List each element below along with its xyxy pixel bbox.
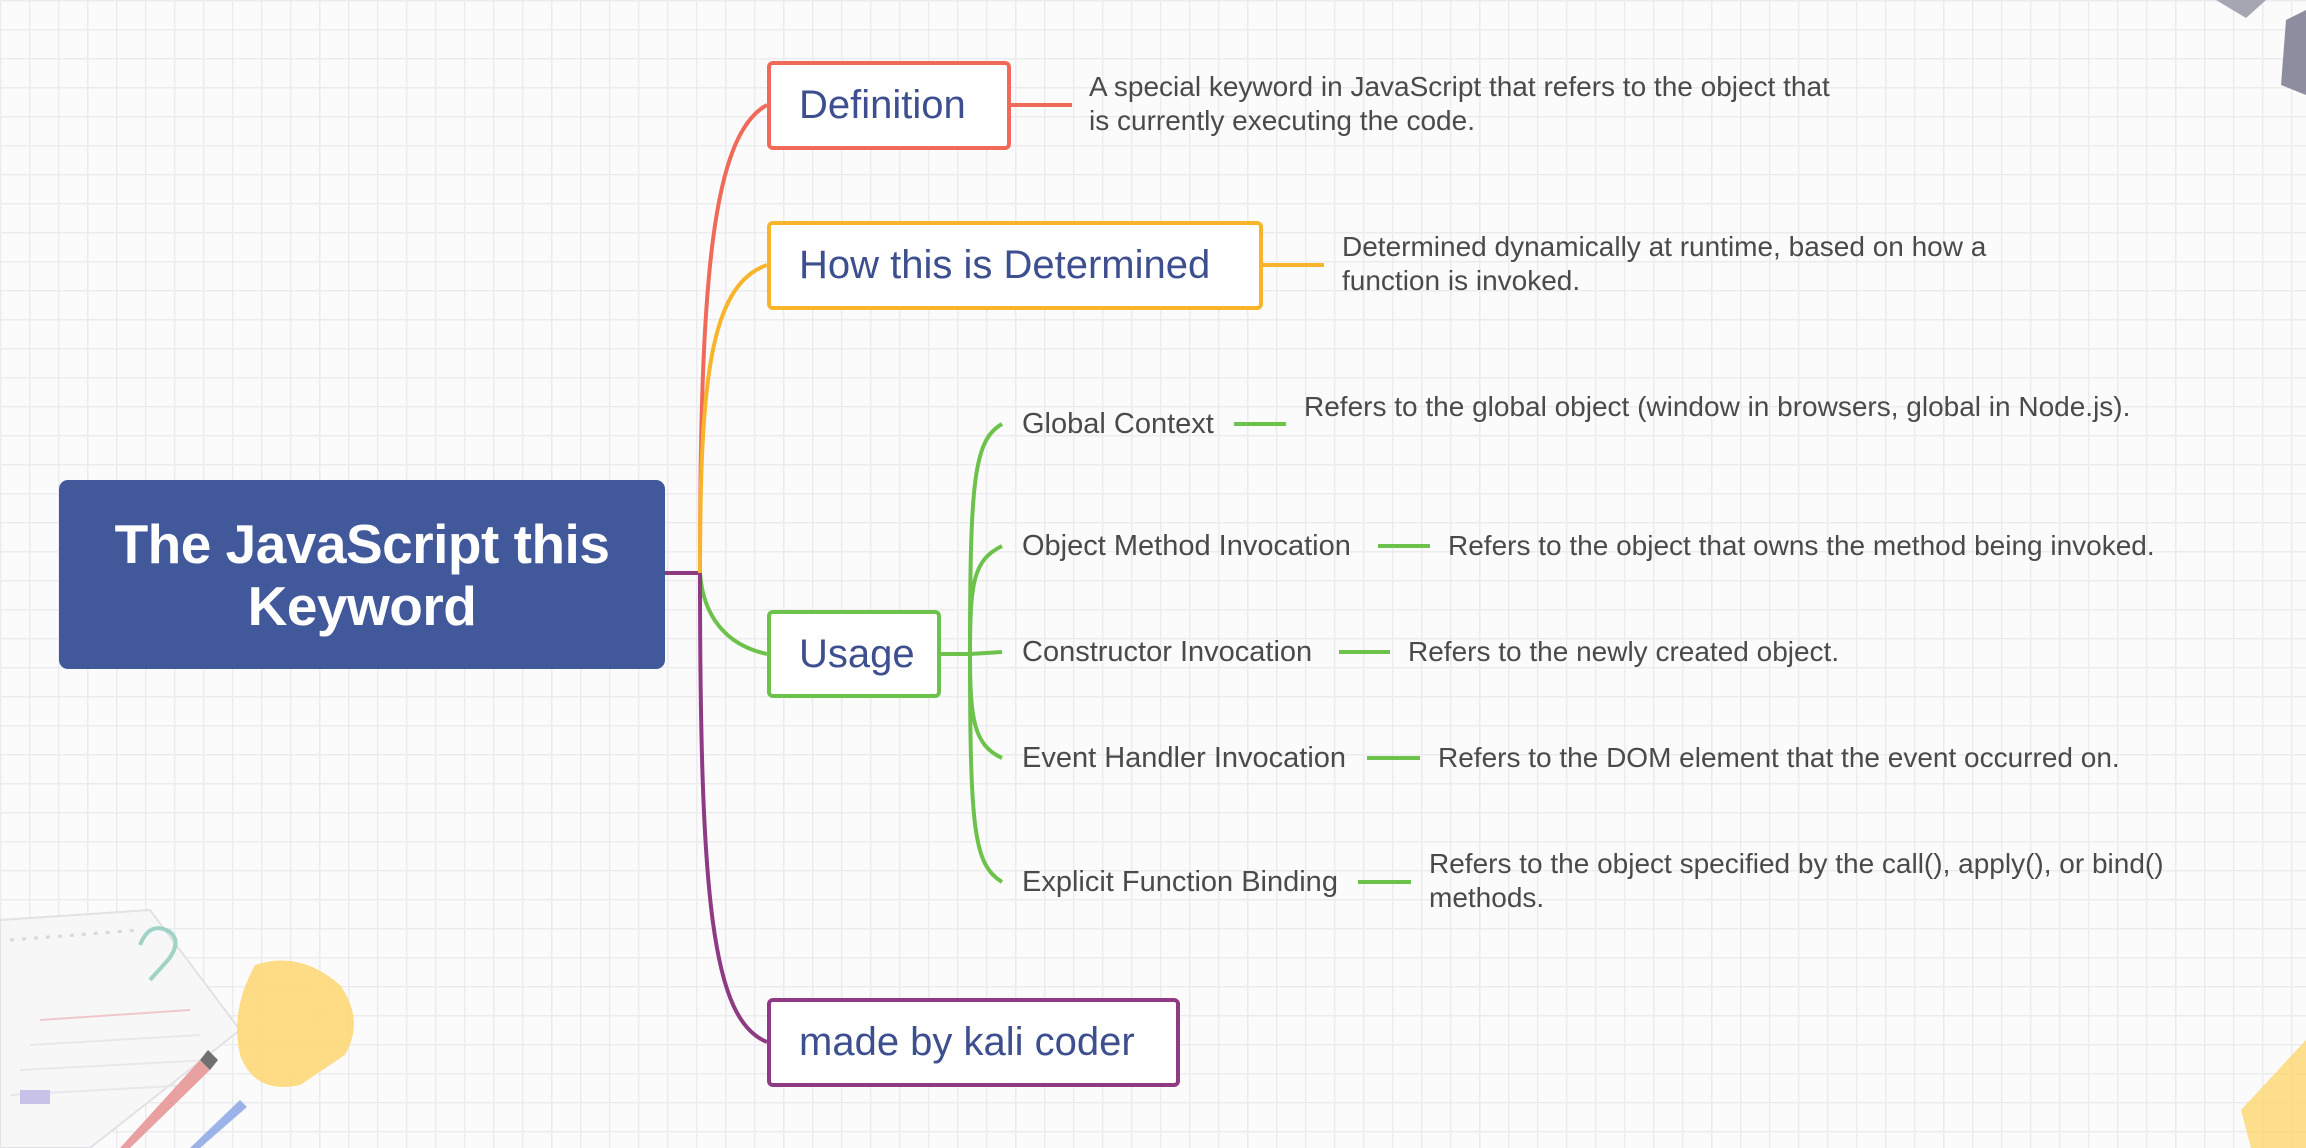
stationery-illustration: [0, 908, 354, 1148]
how-determined-branch-line: [698, 263, 768, 574]
sticky-note-illustration: [237, 960, 354, 1087]
usage-child-line-5: [968, 653, 1004, 884]
made-by-branch-line: [698, 572, 768, 1044]
definition-description: A special keyword in JavaScript that ref…: [1089, 71, 1830, 136]
usage-child-line-4: [968, 653, 1003, 760]
pencil-illustration: [120, 1050, 247, 1148]
usage-child-line-1: [968, 422, 1004, 655]
usage-child-event-handler-invocation[interactable]: Event Handler Invocation: [1022, 742, 1347, 774]
root-title: The JavaScript this Keyword: [114, 512, 610, 637]
how-determined-label: How this is Determined: [799, 243, 1211, 287]
corner-decoration-top-right: [2216, 0, 2306, 95]
definition-branch-line: [698, 103, 768, 574]
usage-child-object-method-invocation-description: Refers to the object that owns the metho…: [1448, 530, 2155, 561]
usage-branch-line: [698, 572, 768, 656]
usage-child-global-context[interactable]: Global Context: [1022, 408, 1214, 440]
usage-child-explicit-function-binding[interactable]: Explicit Function Binding: [1022, 866, 1338, 898]
usage-child-line-3: [969, 650, 1003, 656]
definition-label: Definition: [799, 83, 966, 127]
notebook-illustration: [0, 908, 242, 1148]
usage-child-global-context-description: Refers to the global object (window in b…: [1304, 391, 2131, 422]
how-determined-node[interactable]: How this is Determined: [767, 221, 1263, 310]
usage-child-line-2: [968, 544, 1003, 655]
usage-child-object-method-invocation[interactable]: Object Method Invocation: [1022, 530, 1351, 562]
usage-node[interactable]: Usage: [767, 610, 941, 698]
usage-child-constructor-invocation-description: Refers to the newly created object.: [1408, 636, 1840, 667]
usage-child-event-handler-invocation-description: Refers to the DOM element that the event…: [1438, 742, 2120, 773]
made-by-node[interactable]: made by kali coder: [767, 998, 1180, 1087]
how-determined-description: Determined dynamically at runtime, based…: [1342, 231, 1987, 296]
corner-decoration-bottom-right: [2241, 1040, 2306, 1148]
usage-child-constructor-invocation[interactable]: Constructor Invocation: [1022, 636, 1313, 668]
root-node[interactable]: The JavaScript this Keyword: [59, 480, 665, 669]
made-by-label: made by kali coder: [799, 1020, 1135, 1064]
usage-child-explicit-function-binding-description: Refers to the object specified by the ca…: [1429, 848, 2164, 913]
paper-clip-illustration: [138, 926, 178, 982]
definition-node[interactable]: Definition: [767, 61, 1011, 150]
usage-label: Usage: [799, 631, 915, 676]
